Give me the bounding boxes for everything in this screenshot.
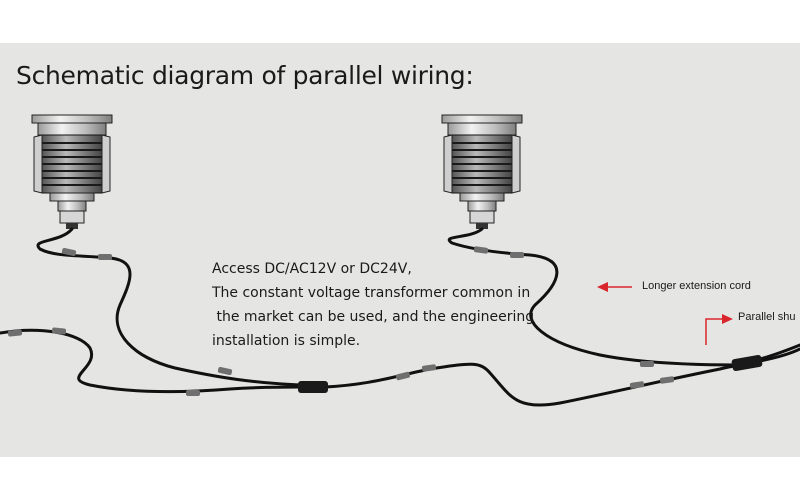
wire-main-trunk-left	[0, 328, 302, 394]
wire-right-fixture	[447, 227, 742, 367]
connector	[473, 246, 489, 254]
note-line: Access DC/AC12V or DC24V,	[212, 261, 412, 277]
note-line: The constant voltage transformer common …	[212, 285, 531, 301]
wire-connectors	[7, 246, 675, 396]
extension-cord-arrow	[597, 282, 632, 292]
wire-left-fixture	[36, 227, 302, 387]
connector	[421, 364, 437, 372]
extension-cord-label: Longer extension cord	[642, 280, 751, 292]
wiring-diagram	[0, 114, 800, 407]
power-note: Access DC/AC12V or DC24V, The constant v…	[212, 257, 534, 353]
junction-right	[731, 354, 763, 372]
junction-left	[298, 381, 328, 393]
connector	[395, 371, 411, 381]
note-line: the market can be used, and the engineer…	[212, 309, 535, 325]
connector	[217, 366, 233, 376]
light-fixture-right	[441, 114, 523, 229]
connector	[51, 327, 67, 335]
wire-right-junction-out	[758, 343, 800, 361]
connector	[186, 390, 200, 396]
diagram-title: Schematic diagram of parallel wiring:	[16, 61, 474, 90]
parallel-shunt-label: Parallel shu	[738, 311, 796, 323]
connector	[7, 329, 23, 337]
connector	[640, 361, 654, 367]
connector	[629, 381, 645, 389]
light-fixture-left	[31, 114, 113, 229]
diagram-panel: Schematic diagram of parallel wiring: Ac…	[0, 43, 800, 457]
connector	[98, 254, 112, 260]
connector	[659, 376, 675, 384]
parallel-shunt-arrow	[705, 314, 733, 345]
connector	[61, 247, 77, 257]
connector	[510, 252, 524, 258]
note-line: installation is simple.	[212, 333, 361, 349]
